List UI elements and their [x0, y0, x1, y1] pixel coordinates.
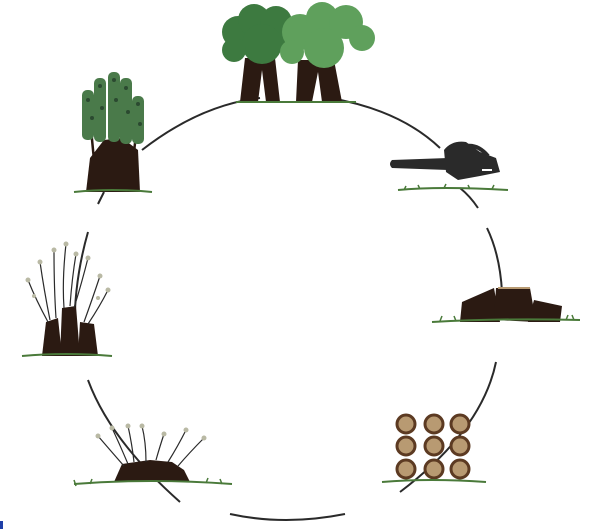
chainsaw-icon [390, 142, 508, 190]
cut-stumps-icon [432, 288, 580, 322]
sprouting-stool-icon [74, 424, 232, 487]
trees-icon [222, 2, 375, 102]
dense-coppice-icon [74, 72, 152, 192]
corner-mark [0, 521, 3, 529]
log-pile-icon [382, 415, 486, 482]
young-shoots-icon [22, 242, 112, 357]
